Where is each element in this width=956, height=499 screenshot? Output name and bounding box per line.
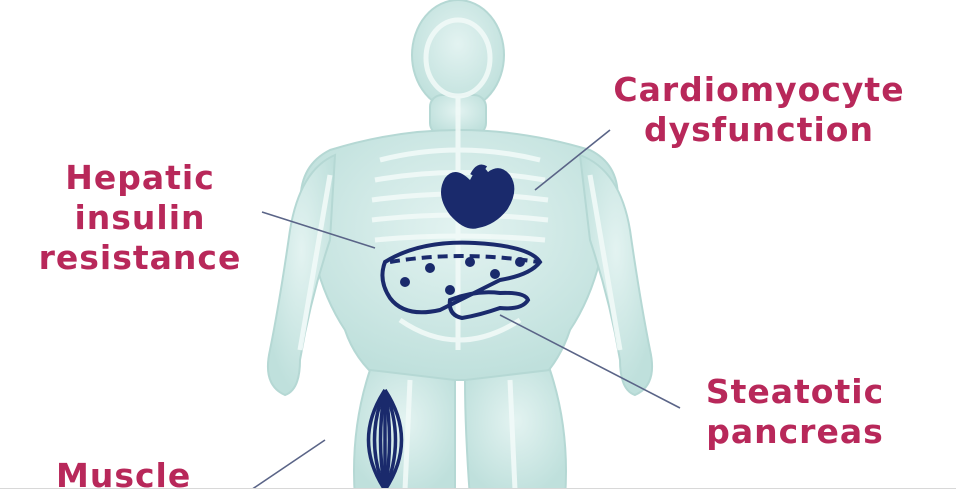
label-steatotic-pancreas: Steatotic pancreas	[680, 372, 910, 452]
label-cardiomyocyte-dysfunction: Cardiomyocyte dysfunction	[579, 70, 939, 150]
label-line: resistance	[20, 238, 260, 278]
label-line: Steatotic	[680, 372, 910, 412]
label-line: dysfunction	[579, 110, 939, 150]
label-line: Hepatic	[20, 158, 260, 198]
label-line: insulin	[20, 198, 260, 238]
bottom-divider	[0, 488, 956, 499]
leader-line-muscle	[248, 440, 325, 492]
label-hepatic-insulin-resistance: Hepatic insulin resistance	[20, 158, 260, 278]
label-line: Cardiomyocyte	[579, 70, 939, 110]
label-line: pancreas	[680, 412, 910, 452]
